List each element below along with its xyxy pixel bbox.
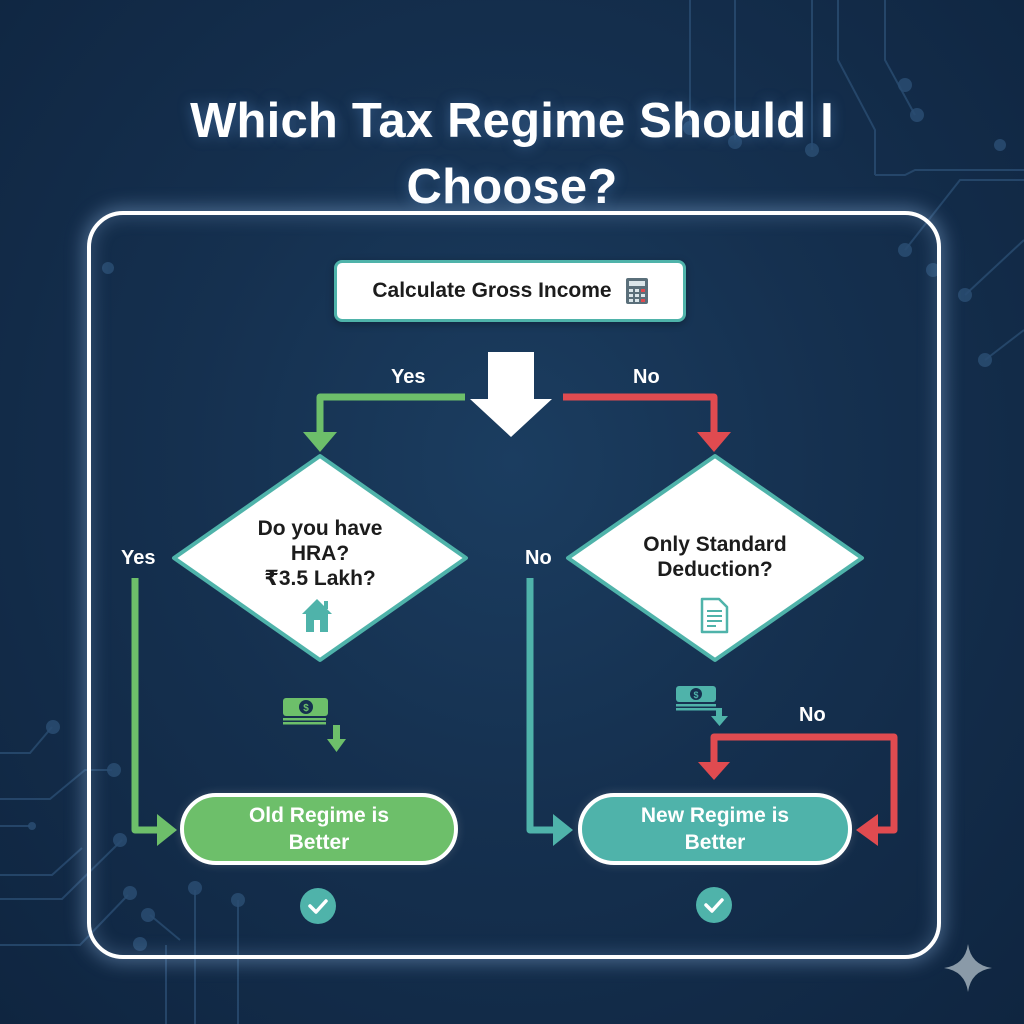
money-down-icon-right: $ [676, 686, 728, 726]
decision-diamond-hra [172, 454, 468, 662]
flowchart-frame [87, 211, 941, 959]
old-regime-outcome: Old Regime is Better [180, 793, 458, 865]
label-top-yes: Yes [391, 366, 426, 388]
no-branch-connector [563, 393, 718, 440]
decision-diamond-standard-deduction [566, 454, 864, 662]
money-down-icon-left: $ [283, 698, 346, 752]
decision-hra-text: Do you have HRA? ₹3.5 Lakh? [257, 517, 383, 590]
decision-standard-deduction-text: Only Standard Deduction? [643, 533, 787, 581]
label-top-no: No [633, 366, 660, 388]
calculator-icon [625, 278, 648, 304]
new-regime-outcome: New Regime is Better [578, 793, 852, 865]
new-regime-connector [526, 578, 556, 834]
check-icon-new [696, 887, 732, 923]
loop-no-connector [710, 733, 898, 834]
document-icon [700, 597, 729, 634]
old-regime-connector [131, 578, 160, 834]
main-down-arrow-icon [470, 352, 552, 437]
house-icon [302, 599, 332, 632]
label-right-no: No [525, 547, 552, 569]
start-label: Calculate Gross Income [372, 279, 612, 302]
check-icon-old [300, 888, 336, 924]
title-line-1: Which Tax Regime Should I [190, 94, 834, 148]
title-line-2: Choose? [406, 160, 618, 214]
page-title: Which Tax Regime Should I Choose? [0, 88, 1024, 220]
calculate-gross-income-box: Calculate Gross Income [334, 260, 686, 322]
svg-text:$: $ [303, 703, 309, 714]
yes-branch-connector [316, 393, 465, 440]
label-left-yes: Yes [121, 547, 156, 569]
label-loop-no: No [799, 704, 826, 726]
svg-text:$: $ [693, 690, 698, 700]
sparkle-icon [944, 944, 992, 992]
